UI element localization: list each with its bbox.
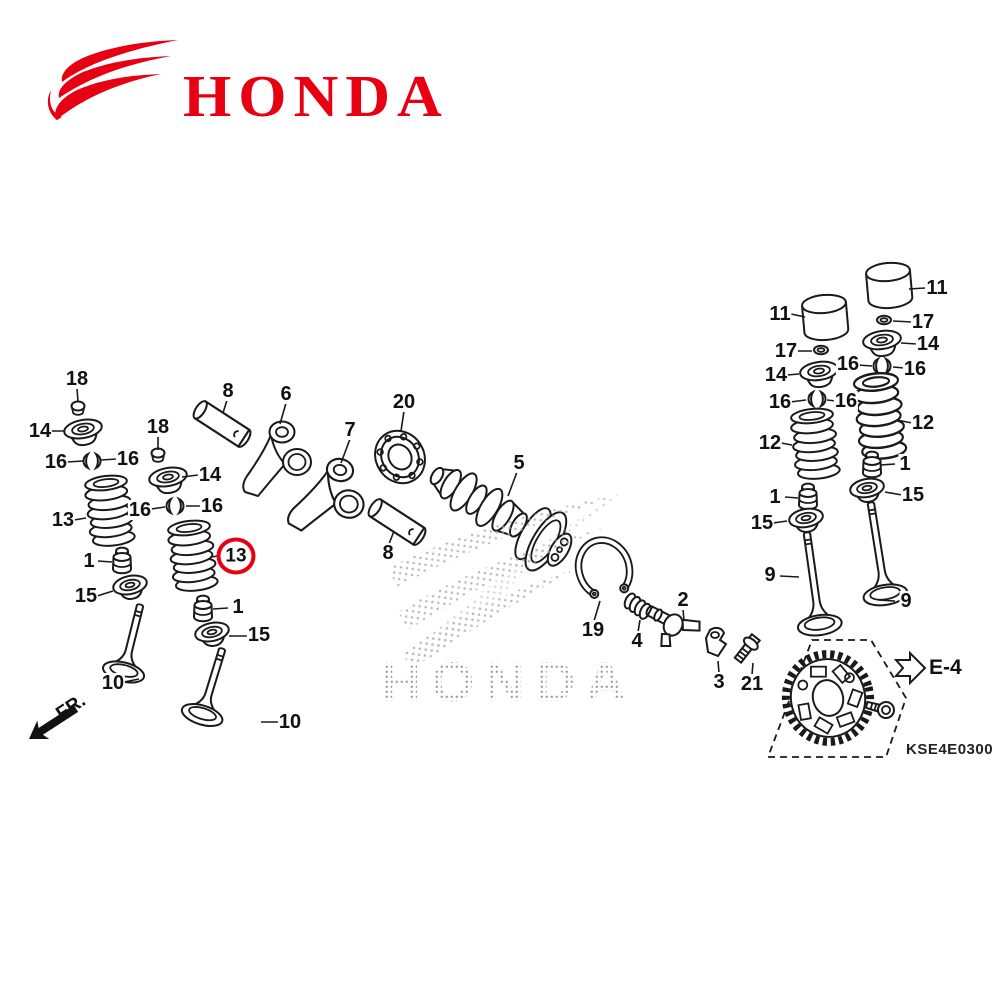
callout-14: 14: [915, 333, 941, 355]
part-15-spring-seat: [192, 618, 233, 651]
callout-9: 9: [899, 590, 913, 612]
part-14-spring-retainer: [797, 358, 842, 391]
part-21-flange-bolt: [730, 631, 764, 667]
part-12-valve-spring: [850, 369, 909, 463]
callout-3: 3: [712, 671, 726, 693]
callout-11: 11: [768, 303, 792, 325]
honda-logo-wing-icon: [47, 40, 178, 120]
part-15-spring-seat: [110, 571, 151, 604]
part-13-valve-spring-highlighted: [165, 517, 220, 595]
callout-17: 17: [773, 340, 799, 362]
callout-16: 16: [43, 451, 69, 473]
section-ref-arrow-icon: [893, 650, 927, 686]
callout-15: 15: [246, 624, 272, 646]
callout-6: 6: [279, 383, 293, 405]
callout-11: 11: [925, 277, 949, 299]
callout-18: 18: [64, 368, 90, 390]
callout-14: 14: [27, 420, 53, 442]
callout-14: 14: [763, 364, 789, 386]
part-15-spring-seat: [847, 475, 888, 506]
part-15-spring-seat: [786, 505, 827, 536]
callout-12: 12: [910, 412, 936, 434]
part-16-valve-cotters: [82, 453, 102, 469]
part-14-spring-retainer: [146, 463, 191, 498]
callout-15: 15: [749, 512, 775, 534]
cam-gear-reference: [766, 639, 907, 758]
brand-logo-text: HONDA: [183, 64, 449, 130]
callout-9: 9: [763, 564, 777, 586]
callout-4: 4: [630, 630, 644, 652]
callout-16: 16: [833, 390, 859, 412]
callout-1: 1: [768, 486, 782, 508]
watermark-text: HONDA: [380, 650, 635, 713]
callout-5: 5: [512, 452, 526, 474]
part-14-spring-retainer: [61, 415, 106, 450]
part-1-stem-seal: [193, 594, 213, 623]
part-9-valve: [783, 528, 844, 640]
callout-7: 7: [343, 419, 357, 441]
part-18-shim-cap: [150, 447, 166, 463]
gear-bolt: [863, 696, 897, 721]
part-17-adjusting-shim: [813, 344, 829, 356]
callout-16: 16: [902, 358, 928, 380]
part-6-rocker-arm: [242, 420, 312, 497]
callout-16: 16: [127, 499, 153, 521]
callout-8: 8: [221, 380, 235, 402]
part-16-valve-cotters: [165, 498, 185, 514]
part-11-tappet-bucket: [800, 292, 851, 343]
part-20-ball-bearing: [364, 420, 436, 494]
callout-16: 16: [199, 495, 225, 517]
part-11-tappet-bucket: [864, 260, 915, 311]
diagram-code: KSE4E0300: [906, 741, 994, 758]
callout-19: 19: [580, 619, 606, 641]
part-14-spring-retainer: [860, 327, 905, 360]
callout-14: 14: [197, 464, 223, 486]
part-12-valve-spring: [788, 405, 842, 482]
callout-18: 18: [145, 416, 171, 438]
part-8-rocker-shaft: [189, 398, 255, 450]
callout-15: 15: [73, 585, 99, 607]
part-3-stopper-plate: [705, 626, 727, 657]
callout-21: 21: [739, 673, 765, 695]
callout-20: 20: [391, 391, 417, 413]
callout-17: 17: [910, 311, 936, 333]
callout-13-highlighted: 13: [216, 537, 256, 575]
callout-12: 12: [757, 432, 783, 454]
part-1-stem-seal: [798, 482, 818, 511]
part-1-stem-seal: [112, 546, 132, 575]
callout-15: 15: [900, 484, 926, 506]
part-10-valve: [178, 641, 244, 732]
part-1-stem-seal: [862, 450, 882, 479]
watermark-wing-icon: [388, 494, 620, 667]
callout-1: 1: [231, 596, 245, 618]
callout-1: 1: [82, 550, 96, 572]
part-8-rocker-shaft: [364, 496, 430, 548]
part-18-shim-cap: [70, 400, 86, 416]
part-17-adjusting-shim: [876, 314, 892, 326]
callout-8: 8: [381, 542, 395, 564]
callout-1: 1: [898, 453, 912, 475]
part-16-valve-cotters: [807, 391, 827, 407]
part-19-snap-ring: [571, 533, 638, 605]
callout-10: 10: [277, 711, 303, 733]
callout-13: 13: [50, 509, 76, 531]
front-direction-arrow-icon: FR.: [29, 690, 90, 739]
part-16-valve-cotters: [872, 358, 892, 374]
leader-lines: [51, 287, 926, 723]
callout-16: 16: [767, 391, 793, 413]
parts-artwork: [61, 260, 915, 758]
section-ref-label: E-4: [929, 656, 962, 679]
callout-2: 2: [676, 589, 690, 611]
callout-16: 16: [115, 448, 141, 470]
callout-16: 16: [835, 353, 861, 375]
callout-10: 10: [100, 672, 126, 694]
